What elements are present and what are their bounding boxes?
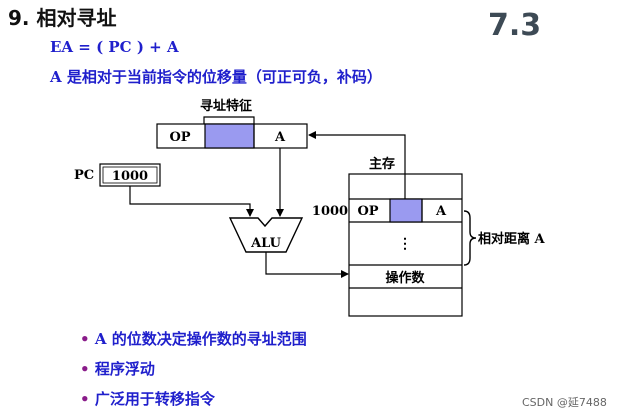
addressing-feature-label: 寻址特征 [200,98,252,114]
memory-op: OP [357,204,378,219]
slide-title: 9. 相对寻址 [8,6,117,30]
relative-distance-brace [463,210,477,266]
section-number: 7.3 [488,8,542,43]
pc-label: PC [74,168,94,183]
alu-to-operand-arrow [265,252,349,278]
relative-distance-label: 相对距离 A [478,231,546,247]
alu-shape [228,217,304,253]
description: A 是相对于当前指令的位移量（可正可负，补码） [50,68,382,86]
instruction-op: OP [169,130,190,145]
formula: EA = ( PC ) + A [50,38,179,56]
memory-address: 1000 [312,204,348,219]
memory-ellipsis: ⋮ [398,236,412,252]
bullet-item: • A 的位数决定操作数的寻址范围 [80,330,307,348]
watermark: CSDN @延7488 [522,396,607,409]
bullet-item: • 广泛用于转移指令 [80,390,215,408]
memory-to-instruction-arrow [308,131,406,199]
addressing-feature-field [204,123,255,149]
memory-label: 主存 [369,156,395,172]
pc-register-inner [102,166,158,184]
memory-a: A [435,204,447,219]
addressing-feature-bracket [203,116,255,124]
memory-feature-field [389,198,423,223]
operand-label: 操作数 [385,270,425,286]
bullet-item: • 程序浮动 [80,360,155,378]
alu-label: ALU [250,236,282,251]
instruction-a: A [274,130,286,145]
pc-value: 1000 [112,169,148,184]
pc-to-alu-arrow [129,186,254,217]
